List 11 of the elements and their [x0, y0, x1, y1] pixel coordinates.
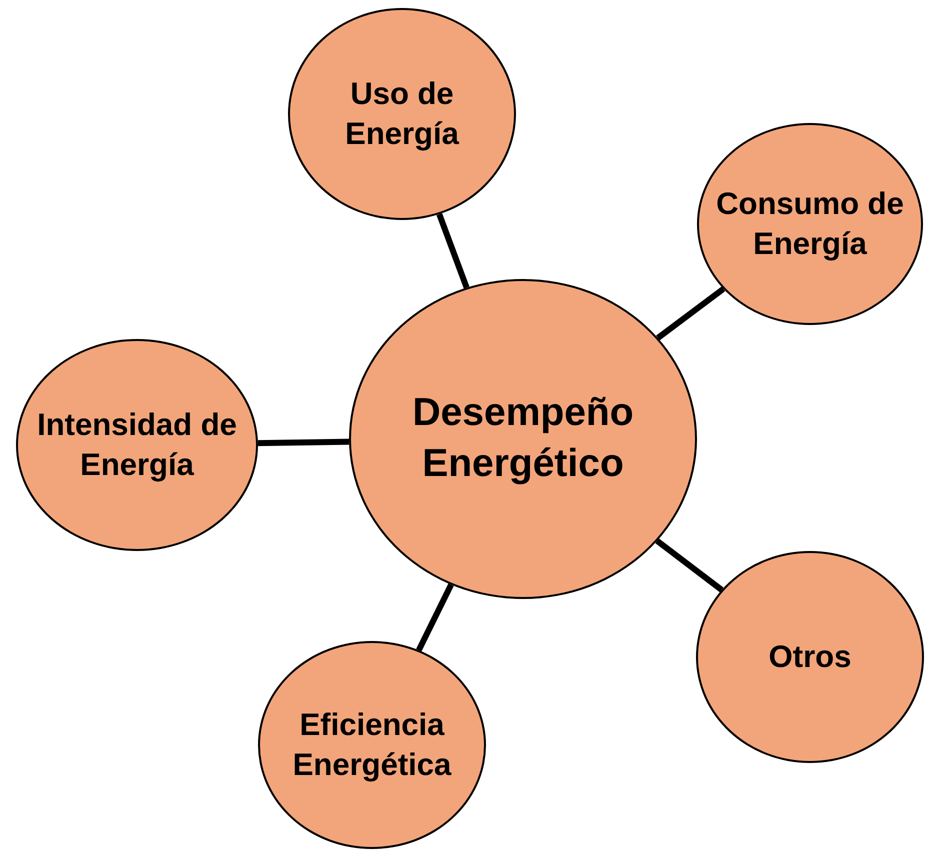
connector-line [258, 438, 350, 446]
connector-line [416, 583, 454, 652]
circle-label: Consumo de Energía [715, 184, 905, 263]
circle-label: Eficiencia Energética [292, 706, 452, 784]
connector-line [655, 538, 724, 592]
connector-line [436, 213, 470, 289]
circle-label: Desempeño Energético [411, 390, 635, 487]
circle-label: Otros [768, 638, 852, 676]
connector-line [656, 286, 726, 340]
circle-label: Intensidad de Energía [36, 406, 238, 484]
circle-label: Uso de Energía [344, 74, 460, 153]
